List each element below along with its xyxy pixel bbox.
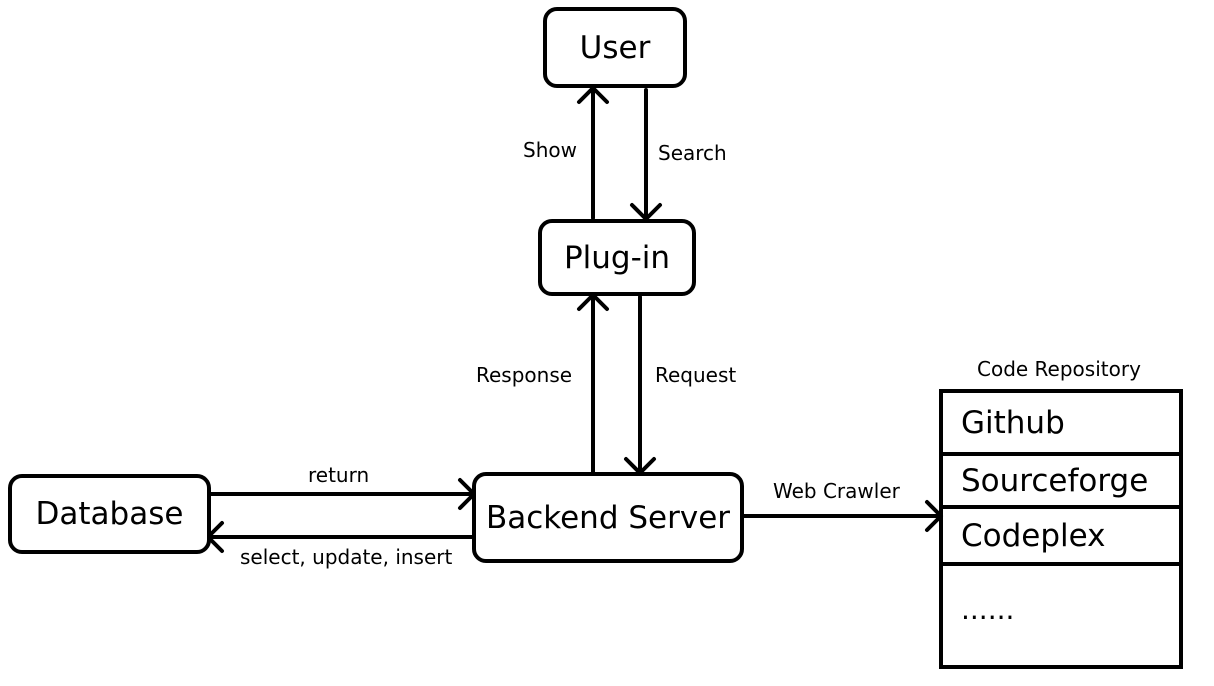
user-node: User (543, 7, 687, 88)
user-node-label: User (579, 29, 651, 66)
plugin-node-label: Plug-in (563, 239, 671, 276)
plugin-node: Plug-in (538, 219, 696, 296)
repository-item-sourceforge: Sourceforge (943, 456, 1179, 509)
repository-item-label: Sourceforge (961, 462, 1149, 499)
repository-item-label: Github (961, 404, 1065, 441)
repository-item-github: Github (943, 393, 1179, 456)
repository-item-codeplex: Codeplex (943, 509, 1179, 566)
web-crawler-label: Web Crawler (773, 479, 900, 503)
code-repository-title: Code Repository (977, 357, 1141, 381)
show-label: Show (523, 138, 577, 162)
repository-item-more: ...... (961, 593, 1015, 626)
show-arrowhead (577, 86, 609, 104)
response-label: Response (476, 363, 573, 387)
return-label: return (308, 463, 370, 487)
search-label: Search (658, 141, 727, 165)
repository-item-label: Codeplex (961, 517, 1106, 554)
backend-server-node: Backend Server (472, 472, 744, 563)
backend-server-node-label: Backend Server (485, 499, 731, 536)
database-node: Database (8, 474, 211, 554)
database-node-label: Database (35, 496, 184, 532)
select-update-insert-label: select, update, insert (240, 545, 453, 569)
request-label: Request (655, 363, 737, 387)
code-repository-table: Github Sourceforge Codeplex ...... (939, 389, 1183, 669)
